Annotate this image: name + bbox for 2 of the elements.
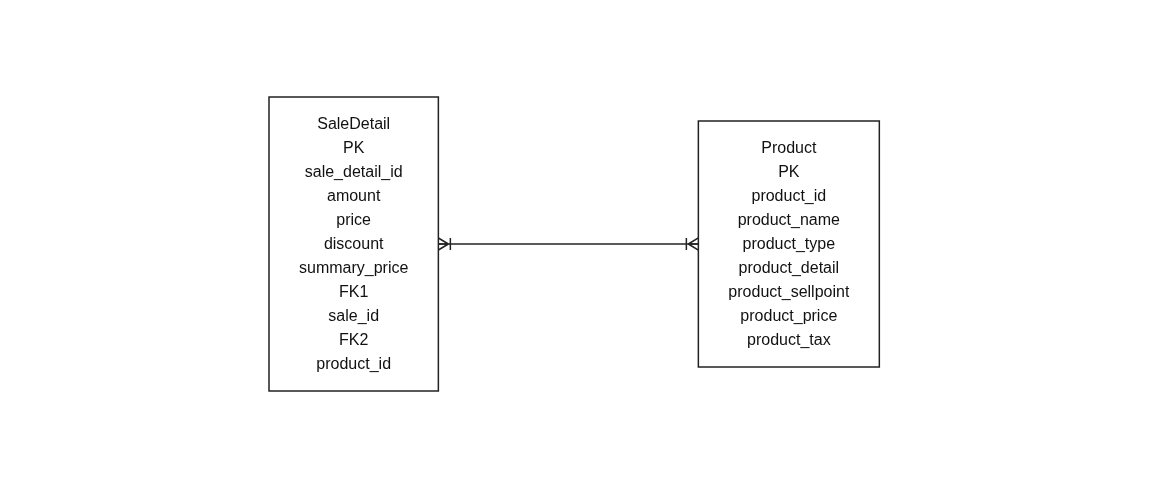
- node-box: Product PK product_id product_name product_type product_detail product_sellpoint product_price product_tax: [697, 119, 881, 368]
- node-box: SaleDetail PK sale_detail_id amount price discount summary_price FK1 sale_id FK2 product_id: [268, 95, 440, 392]
